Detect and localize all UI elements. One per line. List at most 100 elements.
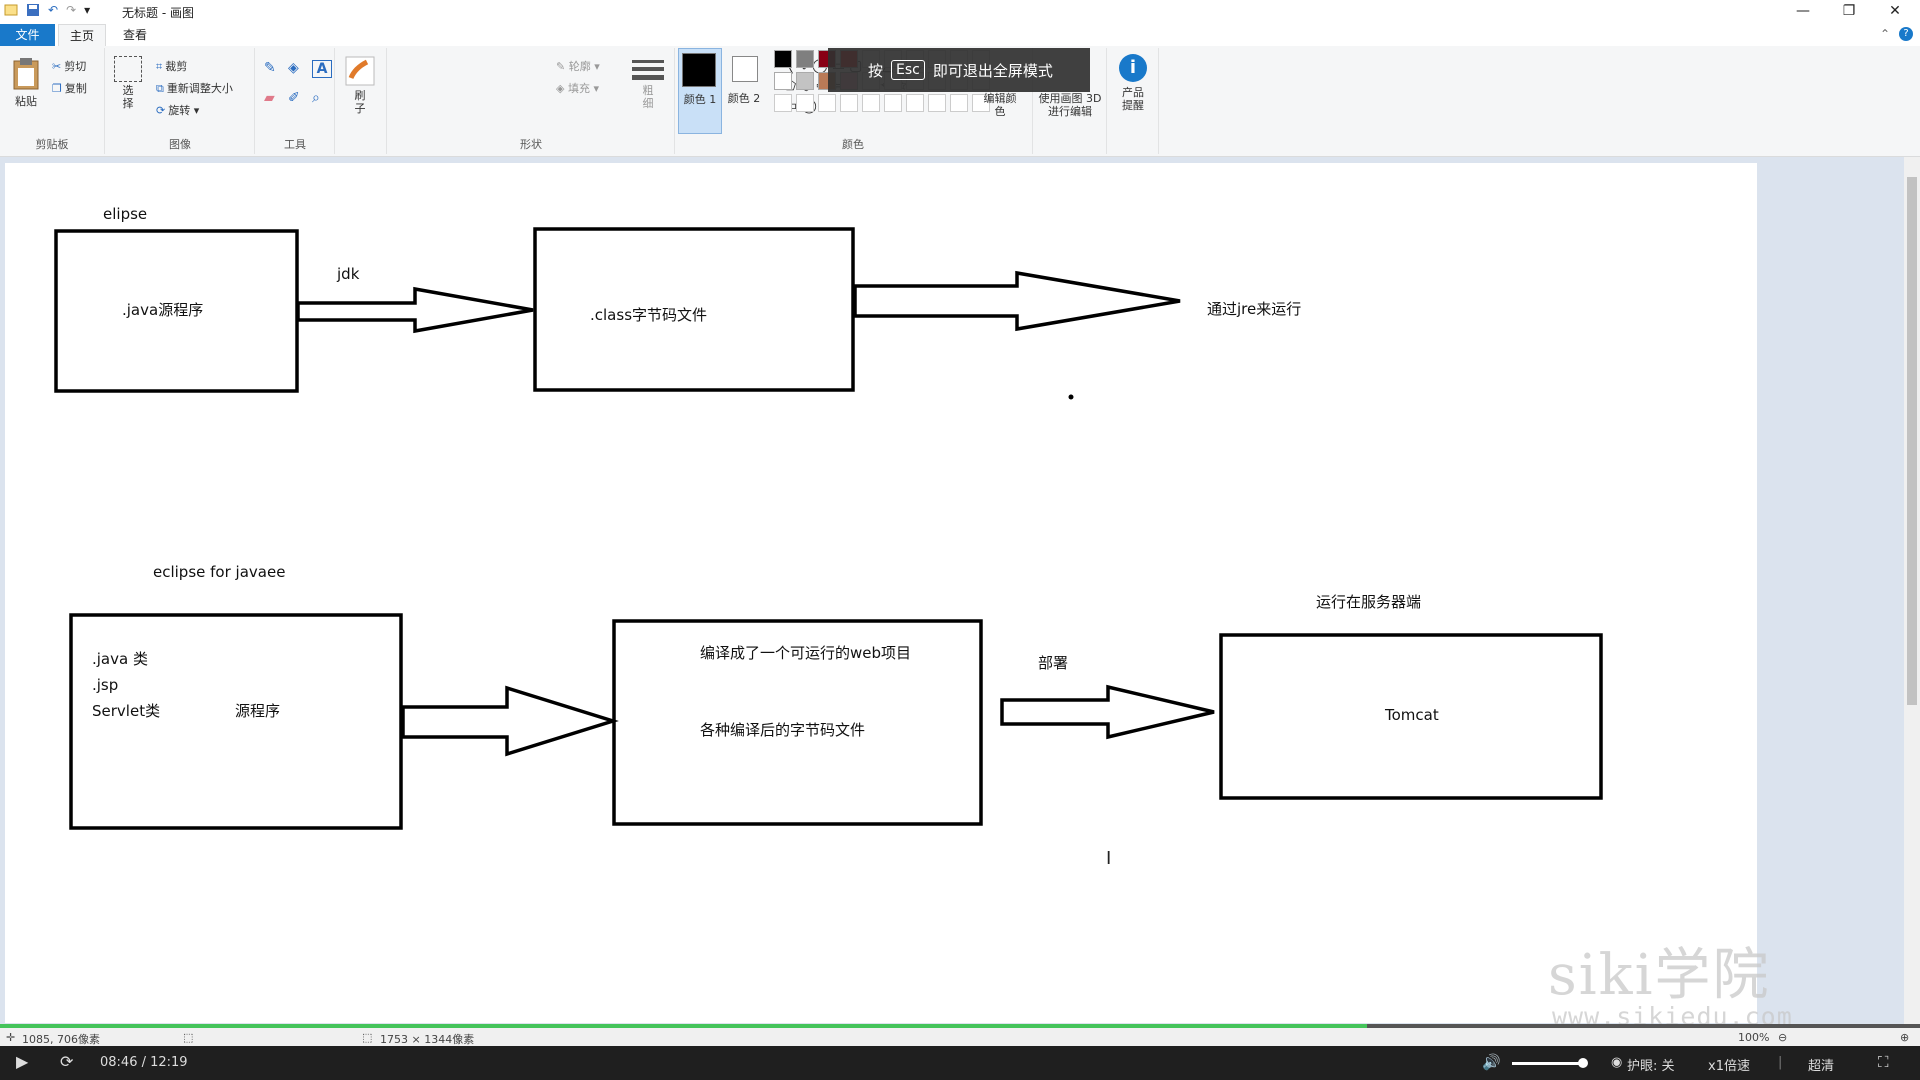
palette-swatch[interactable]: [774, 72, 792, 90]
zoom-level: 100%: [1738, 1031, 1770, 1044]
watermark-brand: siki学院: [1548, 943, 1771, 1008]
rotate-icon: ⟳: [156, 104, 166, 117]
text-icon[interactable]: A: [312, 60, 332, 78]
drawing-canvas[interactable]: elipse .java源程序 jdk .class字节码文件 通过jre来运行…: [5, 163, 1757, 1023]
minimize-button[interactable]: —: [1796, 3, 1810, 19]
rotate-label: 旋转: [168, 104, 191, 117]
crop-button[interactable]: ⌗裁剪: [156, 58, 187, 74]
tab-home[interactable]: 主页: [58, 24, 106, 47]
cut-button[interactable]: ✂剪切: [52, 58, 86, 74]
paint3d-label: 使用画图 3D 进行编辑: [1038, 92, 1102, 118]
palette-swatch[interactable]: [950, 94, 968, 112]
cursor-position: 1085, 706像素: [22, 1033, 100, 1046]
tab-view[interactable]: 查看: [122, 28, 147, 42]
undo-icon[interactable]: ↶: [48, 3, 59, 17]
collapse-ribbon-icon[interactable]: ⌃: [1880, 27, 1891, 41]
edit-colors-label: 编辑颜色: [983, 92, 1017, 118]
palette-swatch[interactable]: [862, 94, 880, 112]
brush-icon: [345, 56, 375, 86]
fill-icon[interactable]: ◈: [288, 60, 299, 76]
palette-swatch[interactable]: [840, 94, 858, 112]
arrow-jdk: [296, 286, 534, 334]
drawing-svg: elipse .java源程序 jdk .class字节码文件 通过jre来运行…: [54, 205, 1603, 869]
help-icon[interactable]: ?: [1899, 27, 1913, 41]
toast-text-post: 即可退出全屏模式: [932, 61, 1053, 80]
image-size-icon: ⬚: [362, 1031, 373, 1044]
group-label-image: 图像: [169, 138, 191, 151]
close-button[interactable]: ✕: [1889, 3, 1901, 19]
palette-swatch[interactable]: [884, 94, 902, 112]
volume-slider[interactable]: [1512, 1062, 1584, 1065]
color2-button[interactable]: 颜色 2: [724, 48, 764, 132]
volume-icon[interactable]: 🔊: [1482, 1053, 1501, 1071]
brush-button[interactable]: 刷子: [344, 56, 376, 115]
group-image: 选择 ⌗裁剪 ⧉重新调整大小 ⟳旋转 ▾ 图像: [106, 48, 255, 154]
rotate-button[interactable]: ⟳旋转 ▾: [156, 104, 200, 117]
box-web-project: [612, 619, 983, 826]
magnifier-icon[interactable]: ⌕: [312, 90, 320, 106]
box3-line3: Servlet类: [92, 702, 160, 720]
group-label-tools: 工具: [284, 138, 306, 151]
play-icon[interactable]: ▶: [16, 1052, 29, 1071]
tab-file[interactable]: 文件: [0, 24, 55, 46]
scrollbar-thumb[interactable]: [1907, 177, 1917, 705]
resize-label: 重新调整大小: [166, 82, 233, 95]
palette-swatch[interactable]: [972, 94, 990, 112]
quality-button[interactable]: 超清: [1808, 1059, 1835, 1074]
palette-swatch[interactable]: [774, 50, 792, 68]
label-javaee: eclipse for javaee: [153, 563, 285, 581]
zoom-out-icon[interactable]: ⊖: [1778, 1031, 1788, 1044]
palette-swatch[interactable]: [796, 72, 814, 90]
toast-text-pre: 按: [868, 61, 884, 80]
brush-label: 刷子: [354, 89, 366, 115]
arrow-deploy: [1000, 684, 1215, 740]
eye-care-toggle[interactable]: 护眼: 关: [1627, 1059, 1675, 1074]
palette-swatch[interactable]: [818, 94, 836, 112]
box5-text: Tomcat: [1384, 706, 1439, 724]
zoom-in-icon[interactable]: ⊕: [1900, 1031, 1910, 1044]
restore-button[interactable]: ❐: [1842, 3, 1856, 19]
group-label-clipboard: 剪贴板: [35, 138, 69, 151]
save-icon[interactable]: [26, 3, 40, 17]
product-alert-button[interactable]: i 产品提醒: [1116, 54, 1150, 112]
palette-swatch[interactable]: [906, 94, 924, 112]
eye-care-icon[interactable]: ◉: [1611, 1055, 1623, 1070]
box2-text: .class字节码文件: [590, 306, 707, 324]
vertical-scrollbar[interactable]: [1904, 157, 1920, 1028]
title-bar: ↶ ↷ ▾ 无标题 - 画图 — ❐ ✕: [0, 0, 1920, 24]
group-tools: ✎ ◈ A ▰ ✐ ⌕ 工具: [256, 48, 335, 154]
paste-button[interactable]: 粘贴: [8, 56, 44, 109]
eraser-icon[interactable]: ▰: [264, 90, 275, 106]
speed-button[interactable]: x1倍速: [1708, 1059, 1750, 1074]
quick-access-toolbar: ↶ ↷ ▾: [4, 3, 90, 17]
paint3d-button[interactable]: 使用画图 3D 进行编辑: [1036, 92, 1104, 118]
color-picker-icon[interactable]: ✐: [288, 90, 300, 106]
crop-icon: ⌗: [156, 60, 163, 73]
color1-swatch: [682, 53, 716, 87]
edit-colors-button[interactable]: 编辑颜色: [980, 92, 1020, 118]
deploy-label: 部署: [1038, 654, 1068, 672]
replay-icon[interactable]: ⟳: [60, 1052, 74, 1071]
pencil-icon[interactable]: ✎: [264, 60, 276, 76]
fullscreen-exit-icon[interactable]: ⛶: [1878, 1053, 1889, 1071]
palette-swatch[interactable]: [796, 94, 814, 112]
box4-line1: 编译成了一个可运行的web项目: [700, 644, 911, 662]
palette-swatch[interactable]: [796, 50, 814, 68]
group-label-colors: 颜色: [842, 138, 864, 151]
color2-label: 颜色 2: [727, 92, 761, 105]
image-size: 1753 × 1344像素: [380, 1033, 475, 1046]
size-button[interactable]: 粗细: [630, 58, 666, 110]
arrow-compile: [401, 685, 619, 757]
color1-button[interactable]: 颜色 1: [678, 48, 722, 134]
copy-button[interactable]: ❐复制: [52, 80, 87, 96]
video-progress-bar[interactable]: [0, 1024, 1920, 1028]
outline-button[interactable]: ✎ 轮廓 ▾: [556, 60, 600, 73]
redo-icon[interactable]: ↷: [66, 3, 77, 17]
resize-button[interactable]: ⧉重新调整大小: [156, 80, 233, 96]
volume-knob[interactable]: [1578, 1058, 1588, 1068]
palette-swatch[interactable]: [928, 94, 946, 112]
palette-swatch[interactable]: [774, 94, 792, 112]
fill-button[interactable]: ◈ 填充 ▾: [556, 82, 599, 95]
customize-icon[interactable]: ▾: [84, 3, 91, 17]
select-button[interactable]: 选择: [114, 56, 142, 110]
